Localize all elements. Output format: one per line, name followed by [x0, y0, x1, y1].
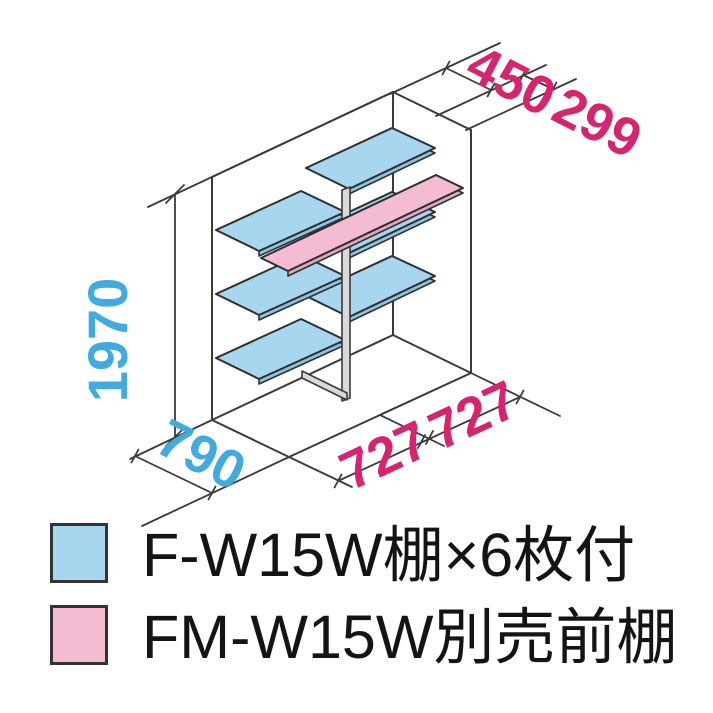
- dim-shelf450-tick-2: [486, 82, 496, 98]
- dim-width-ext-mid: [379, 414, 445, 447]
- dim-depth-tick-1: [130, 448, 140, 464]
- legend-label-blue-shelf: F-W15W棚×6枚付: [142, 521, 636, 589]
- dim-shelf299-label: 299: [543, 76, 651, 170]
- front-shelf-pink: [260, 174, 464, 277]
- legend-swatch-blue: [50, 523, 108, 583]
- dim-shelf299-tick-1: [518, 67, 528, 83]
- shelf-left-bottom: [215, 318, 346, 380]
- dim-width-tick-right: [515, 389, 525, 405]
- dim-shelf-ext-3: [465, 78, 577, 131]
- dim-width-left-label: 727: [331, 409, 438, 501]
- legend-row-pink-shelf: FM-W15W別売前棚: [50, 603, 678, 671]
- dim-width-tick-mid-b: [425, 430, 434, 445]
- shelf-right-top: [305, 127, 436, 190]
- legend-swatch-pink: [50, 605, 108, 665]
- dim-height-tick-top: [165, 184, 185, 204]
- dim-width-right-label: 727: [420, 369, 527, 461]
- dim-height-ext-bottom: [129, 419, 213, 460]
- dim-width-tick-mid-a: [417, 434, 426, 449]
- dim-height: 1970: [76, 91, 394, 460]
- dim-shelf450-tick-1: [441, 60, 451, 76]
- dim-shelf450-line: [445, 67, 492, 91]
- shelf-right-bottom: [305, 255, 436, 318]
- dim-width-ext-right: [470, 372, 561, 417]
- dim-shelf299-tick-2: [548, 81, 558, 97]
- legend-row-blue-shelf: F-W15W棚×6枚付: [50, 521, 636, 589]
- dim-height-label: 1970: [76, 278, 139, 403]
- dim-width-tick-left: [333, 473, 343, 489]
- center-post-foot: [301, 370, 348, 401]
- shelves-left-bay: [215, 190, 346, 385]
- dim-width-ext-left: [288, 456, 353, 488]
- dim-height-tick-bottom: [165, 427, 185, 447]
- dim-shelf299-line: [522, 74, 554, 90]
- dim-shelf450-label: 450: [457, 34, 565, 128]
- dim-height-ext-top: [147, 91, 394, 208]
- front-shelf-face: [260, 174, 464, 272]
- dim-depth: 790: [130, 408, 290, 527]
- dim-depth-tick-2: [207, 485, 217, 501]
- legend-label-pink-shelf: FM-W15W別売前棚: [142, 603, 678, 671]
- right-wall-outline: [392, 91, 472, 374]
- dim-depth-ext-front: [141, 456, 290, 527]
- dim-depth-label: 790: [147, 408, 255, 502]
- dim-depth-line: [134, 455, 213, 494]
